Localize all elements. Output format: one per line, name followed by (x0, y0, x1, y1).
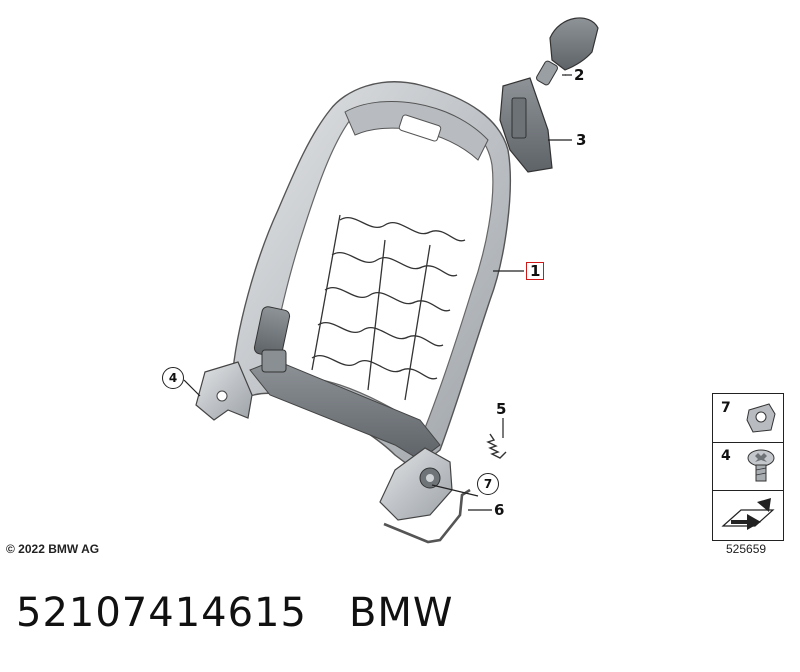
headrest-guide-knob (536, 17, 599, 86)
bracket-arrow-icon (721, 498, 775, 530)
wire-link (383, 488, 471, 544)
callout-1[interactable]: 1 (526, 262, 545, 280)
legend-number: 7 (721, 400, 731, 416)
copyright: © 2022 BMW AG (6, 542, 100, 556)
part-number: 52107414615 (16, 590, 307, 636)
callout-3[interactable]: 3 (576, 131, 587, 149)
legend-item[interactable]: 4 (713, 442, 783, 491)
right-hinge-bracket (379, 447, 453, 521)
leader-lines (183, 74, 572, 511)
callout-6[interactable]: 6 (494, 501, 505, 519)
callout-4[interactable]: 4 (162, 367, 184, 389)
callout-2[interactable]: 2 (574, 66, 585, 84)
seat-backrest-diagram (183, 17, 599, 544)
legend-item[interactable] (713, 490, 783, 539)
callout-7[interactable]: 7 (477, 473, 499, 495)
clip-nut-icon (746, 403, 776, 433)
legend-number: 4 (721, 448, 731, 464)
part-footer: 52107414615 BMW (16, 590, 495, 636)
tension-spring (486, 433, 507, 459)
spring-mat (311, 214, 466, 401)
callout-5[interactable]: 5 (496, 400, 507, 418)
parts-legend: 7 4 (712, 393, 784, 541)
brand-name: BMW (348, 590, 454, 636)
backrest-frame (231, 81, 511, 471)
left-hinge-bracket (195, 361, 253, 421)
headrest-guide-sleeve (499, 77, 553, 173)
adjuster-motor (253, 306, 291, 373)
legend-item[interactable]: 7 (713, 394, 783, 443)
torx-bolt-icon (747, 449, 775, 482)
diagram-id: 525659 (726, 542, 767, 556)
